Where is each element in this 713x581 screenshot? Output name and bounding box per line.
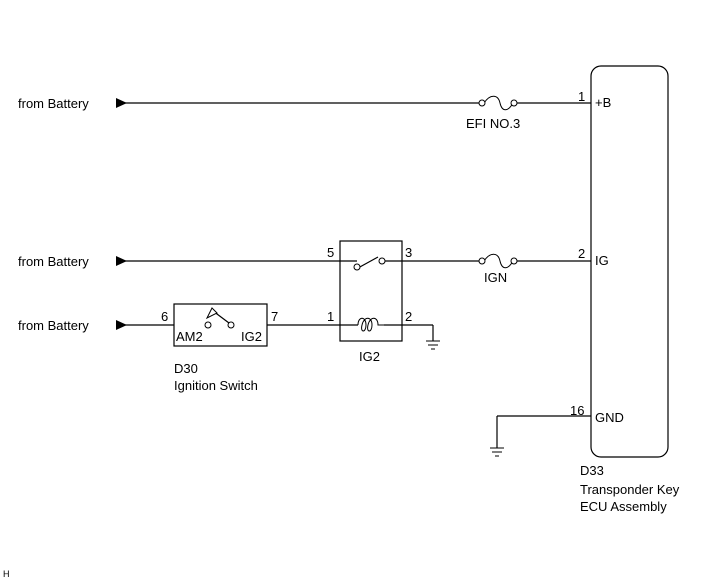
ecu-pin-gnd-num: 16 xyxy=(570,403,584,418)
battery-label-3: from Battery xyxy=(18,318,89,333)
relay-pin1: 1 xyxy=(327,309,334,324)
fuse-ign-label: IGN xyxy=(484,270,507,285)
ignition-contact-terminal-left xyxy=(204,321,212,329)
ignition-pin7: 7 xyxy=(271,309,278,324)
ignition-contact-knob xyxy=(205,307,218,320)
ecu-pin-b-label: +B xyxy=(595,95,611,110)
ecu-name-line1: Transponder Key xyxy=(580,482,680,497)
fuse-efi-label: EFI NO.3 xyxy=(466,116,520,131)
ignition-label-am2: AM2 xyxy=(176,329,203,344)
battery-label-2: from Battery xyxy=(18,254,89,269)
relay-pin2: 2 xyxy=(405,309,412,324)
fuse-ign-terminal-right xyxy=(510,257,518,265)
relay-name: IG2 xyxy=(359,349,380,364)
ignition-label-ig2: IG2 xyxy=(241,329,262,344)
ecu-pin-ig-num: 2 xyxy=(578,246,585,261)
ecu-name-line2: ECU Assembly xyxy=(580,499,667,514)
ignition-pin6: 6 xyxy=(161,309,168,324)
relay-box xyxy=(339,240,403,342)
ignition-contact-terminal-right xyxy=(227,321,235,329)
fuse-efi-symbol xyxy=(483,95,514,111)
ecu-pin-gnd-label: GND xyxy=(595,410,624,425)
fuse-ign-symbol xyxy=(483,253,514,269)
relay-contact-terminal-right xyxy=(378,257,386,265)
ecu-pin-ig-label: IG xyxy=(595,253,609,268)
fuse-efi-terminal-right xyxy=(510,99,518,107)
ignition-name: Ignition Switch xyxy=(174,378,258,393)
relay-contact-terminal-left xyxy=(353,263,361,271)
corner-mark: H xyxy=(3,569,10,579)
relay-contact-blade xyxy=(357,256,379,269)
relay-pin5: 5 xyxy=(327,245,334,260)
battery-label-1: from Battery xyxy=(18,96,89,111)
relay-coil xyxy=(357,317,384,332)
relay-pin3: 3 xyxy=(405,245,412,260)
fuse-ign-terminal-left xyxy=(478,257,486,265)
ecu-code: D33 xyxy=(580,463,604,478)
ecu-pin-b-num: 1 xyxy=(578,89,585,104)
ignition-code: D30 xyxy=(174,361,198,376)
fuse-efi-terminal-left xyxy=(478,99,486,107)
